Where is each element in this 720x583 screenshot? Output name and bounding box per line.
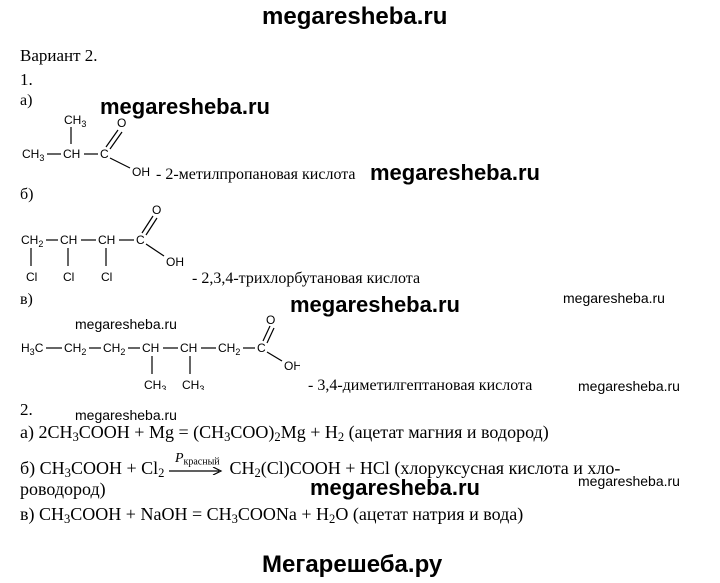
task2-b-equation-line2: роводород) xyxy=(20,479,106,499)
svg-text:OH: OH xyxy=(284,359,300,373)
structure-c: H3C CH2 CH2 CH CH CH2 C O OH CH3 CH3 xyxy=(21,313,300,390)
structure-b: CH2 CH CH C O OH Cl Cl Cl xyxy=(21,203,184,284)
condition-label: Pкрасный xyxy=(174,450,220,468)
svg-text:CH: CH xyxy=(180,341,197,355)
watermark-small-5: megaresheba.ru xyxy=(578,473,680,489)
task2-c-equation: в) CH3COOH + NaOH = CH3COONa + H2O (ацет… xyxy=(20,504,524,527)
svg-text:CH2: CH2 xyxy=(103,341,125,357)
watermark-big-1: megaresheba.ru xyxy=(100,94,270,119)
svg-text:Cl: Cl xyxy=(101,270,112,284)
watermark-small-3: megaresheba.ru xyxy=(578,378,680,394)
structure-a: CH3 CH3 CH C O OH xyxy=(22,113,150,179)
svg-text:C: C xyxy=(257,341,266,355)
watermark-big-4: megaresheba.ru xyxy=(310,475,480,500)
task2-number: 2. xyxy=(20,400,33,419)
svg-text:CH2: CH2 xyxy=(218,341,240,357)
task1-c-label: в) xyxy=(20,291,33,308)
task1-a-name: - 2-метилпропановая кислота xyxy=(156,166,356,183)
task2-b-equation-line1: б) CH3COOH + Cl2 Pкрасный CH2(Cl)COOH + … xyxy=(20,450,621,481)
footer-site-title: Мегарешеба.ру xyxy=(262,551,443,578)
task1-b-name: - 2,3,4-трихлорбутановая кислота xyxy=(192,270,421,287)
task2-a-equation: а) 2CH3COOH + Mg = (CH3COO)2Mg + H2 (аце… xyxy=(20,422,549,445)
watermark-small-2: megaresheba.ru xyxy=(75,316,177,332)
svg-text:CH: CH xyxy=(60,233,77,247)
svg-text:Cl: Cl xyxy=(63,270,74,284)
svg-text:OH: OH xyxy=(166,255,184,269)
svg-text:CH3: CH3 xyxy=(22,147,44,163)
reaction-arrow: Pкрасный xyxy=(168,451,225,477)
watermark-small-4: megaresheba.ru xyxy=(75,407,177,423)
svg-text:Cl: Cl xyxy=(26,270,37,284)
struct-a-ch3-top: CH3 xyxy=(64,113,86,129)
svg-text:CH3: CH3 xyxy=(144,378,166,390)
svg-text:O: O xyxy=(266,313,275,327)
svg-text:C: C xyxy=(100,147,109,161)
svg-text:CH2: CH2 xyxy=(64,341,86,357)
svg-text:CH: CH xyxy=(63,147,80,161)
variant-label: Вариант 2. xyxy=(20,46,98,65)
svg-text:CH3: CH3 xyxy=(182,378,204,390)
header-site-title: megaresheba.ru xyxy=(262,3,448,30)
svg-text:CH2: CH2 xyxy=(21,233,43,249)
svg-text:O: O xyxy=(152,203,161,217)
task1-number: 1. xyxy=(20,70,33,89)
svg-text:O: O xyxy=(117,116,126,130)
svg-text:H3C: H3C xyxy=(21,341,44,357)
task1-c-name: - 3,4-диметилгептановая кислота xyxy=(308,377,533,394)
svg-text:OH: OH xyxy=(132,165,150,179)
task1-b-label: б) xyxy=(20,186,34,203)
watermark-big-3: megaresheba.ru xyxy=(290,292,460,317)
task1-a-label: а) xyxy=(20,92,33,109)
watermark-small-1: megaresheba.ru xyxy=(563,290,665,306)
watermark-big-2: megaresheba.ru xyxy=(370,160,540,185)
svg-text:CH: CH xyxy=(98,233,115,247)
svg-text:CH: CH xyxy=(142,341,159,355)
svg-text:C: C xyxy=(136,233,145,247)
